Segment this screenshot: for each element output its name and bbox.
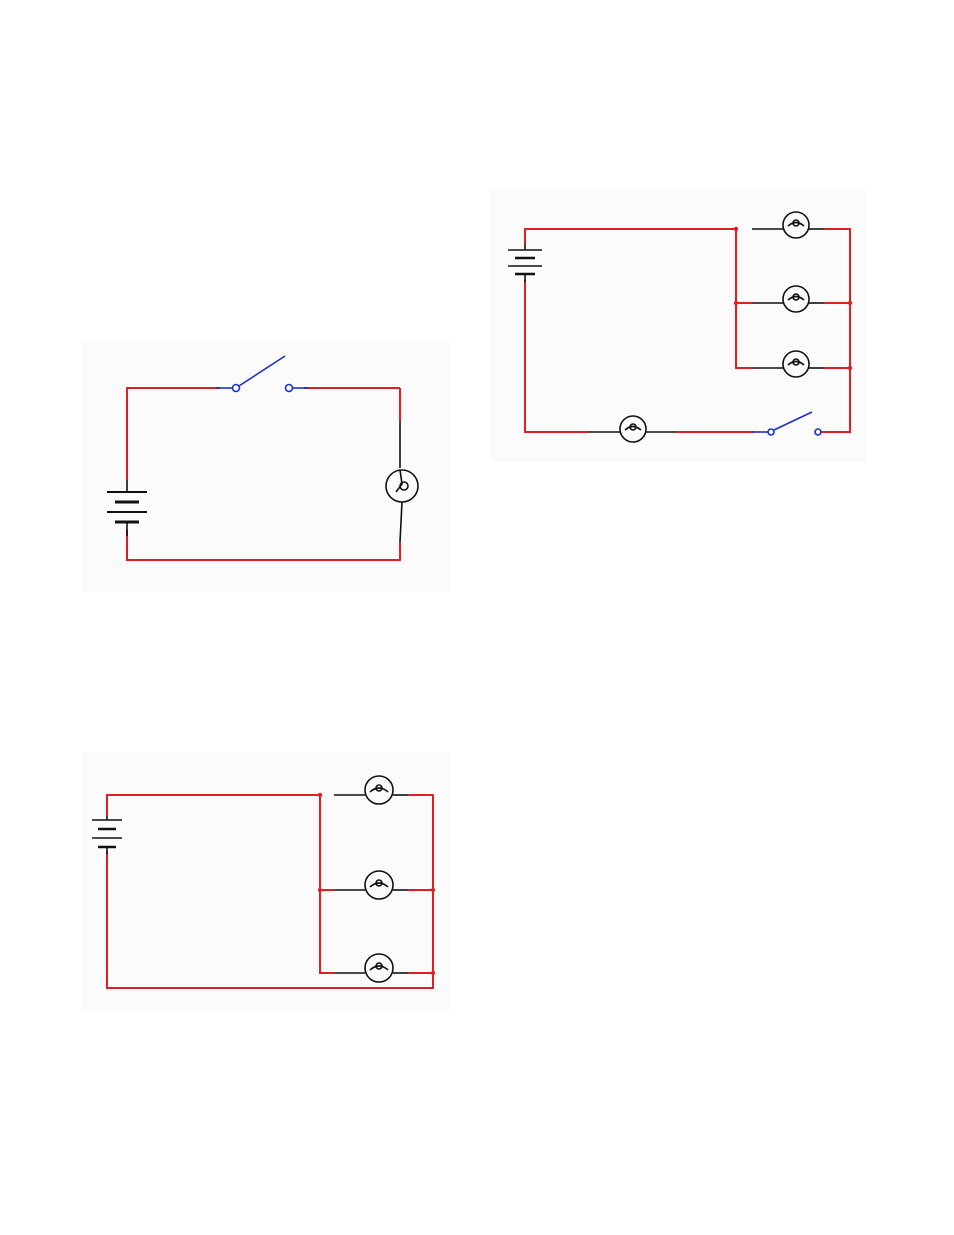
junction-node <box>318 793 322 797</box>
lamp-icon <box>752 351 824 377</box>
lamp-icon <box>334 776 408 804</box>
lamp-icon <box>386 422 418 542</box>
junction-node <box>848 301 852 305</box>
open-switch-icon <box>752 412 821 435</box>
circuit-3-svg <box>82 752 450 1012</box>
circuit-diagram-2 <box>490 188 866 462</box>
junction-node <box>431 971 435 975</box>
battery-icon <box>92 816 122 854</box>
circuit-diagram-3 <box>82 752 450 1012</box>
circuit-1-svg <box>82 340 450 592</box>
wire-bottom <box>127 530 400 560</box>
lamp-icon <box>752 286 824 312</box>
lamp-icon <box>752 212 824 238</box>
junction-node <box>848 366 852 370</box>
lamp-icon <box>334 954 408 982</box>
battery-icon <box>107 480 147 536</box>
left-rail <box>320 795 334 973</box>
open-switch-icon <box>216 356 308 392</box>
junction-node <box>318 888 322 892</box>
wire-left-bottom <box>525 280 588 432</box>
wire-top <box>525 229 736 244</box>
lamp-icon <box>588 416 676 442</box>
battery-icon <box>508 244 542 282</box>
left-rail <box>736 229 752 368</box>
lamp-icon <box>334 871 408 899</box>
wire-right-return <box>820 229 850 432</box>
junction-node <box>431 888 435 892</box>
wire-top-left <box>127 388 220 480</box>
junction-node <box>734 301 738 305</box>
circuit-2-svg <box>490 188 866 462</box>
wire-bottom <box>107 795 433 988</box>
wire-top <box>107 795 320 816</box>
circuit-diagram-1 <box>82 340 450 592</box>
junction-node <box>734 227 738 231</box>
